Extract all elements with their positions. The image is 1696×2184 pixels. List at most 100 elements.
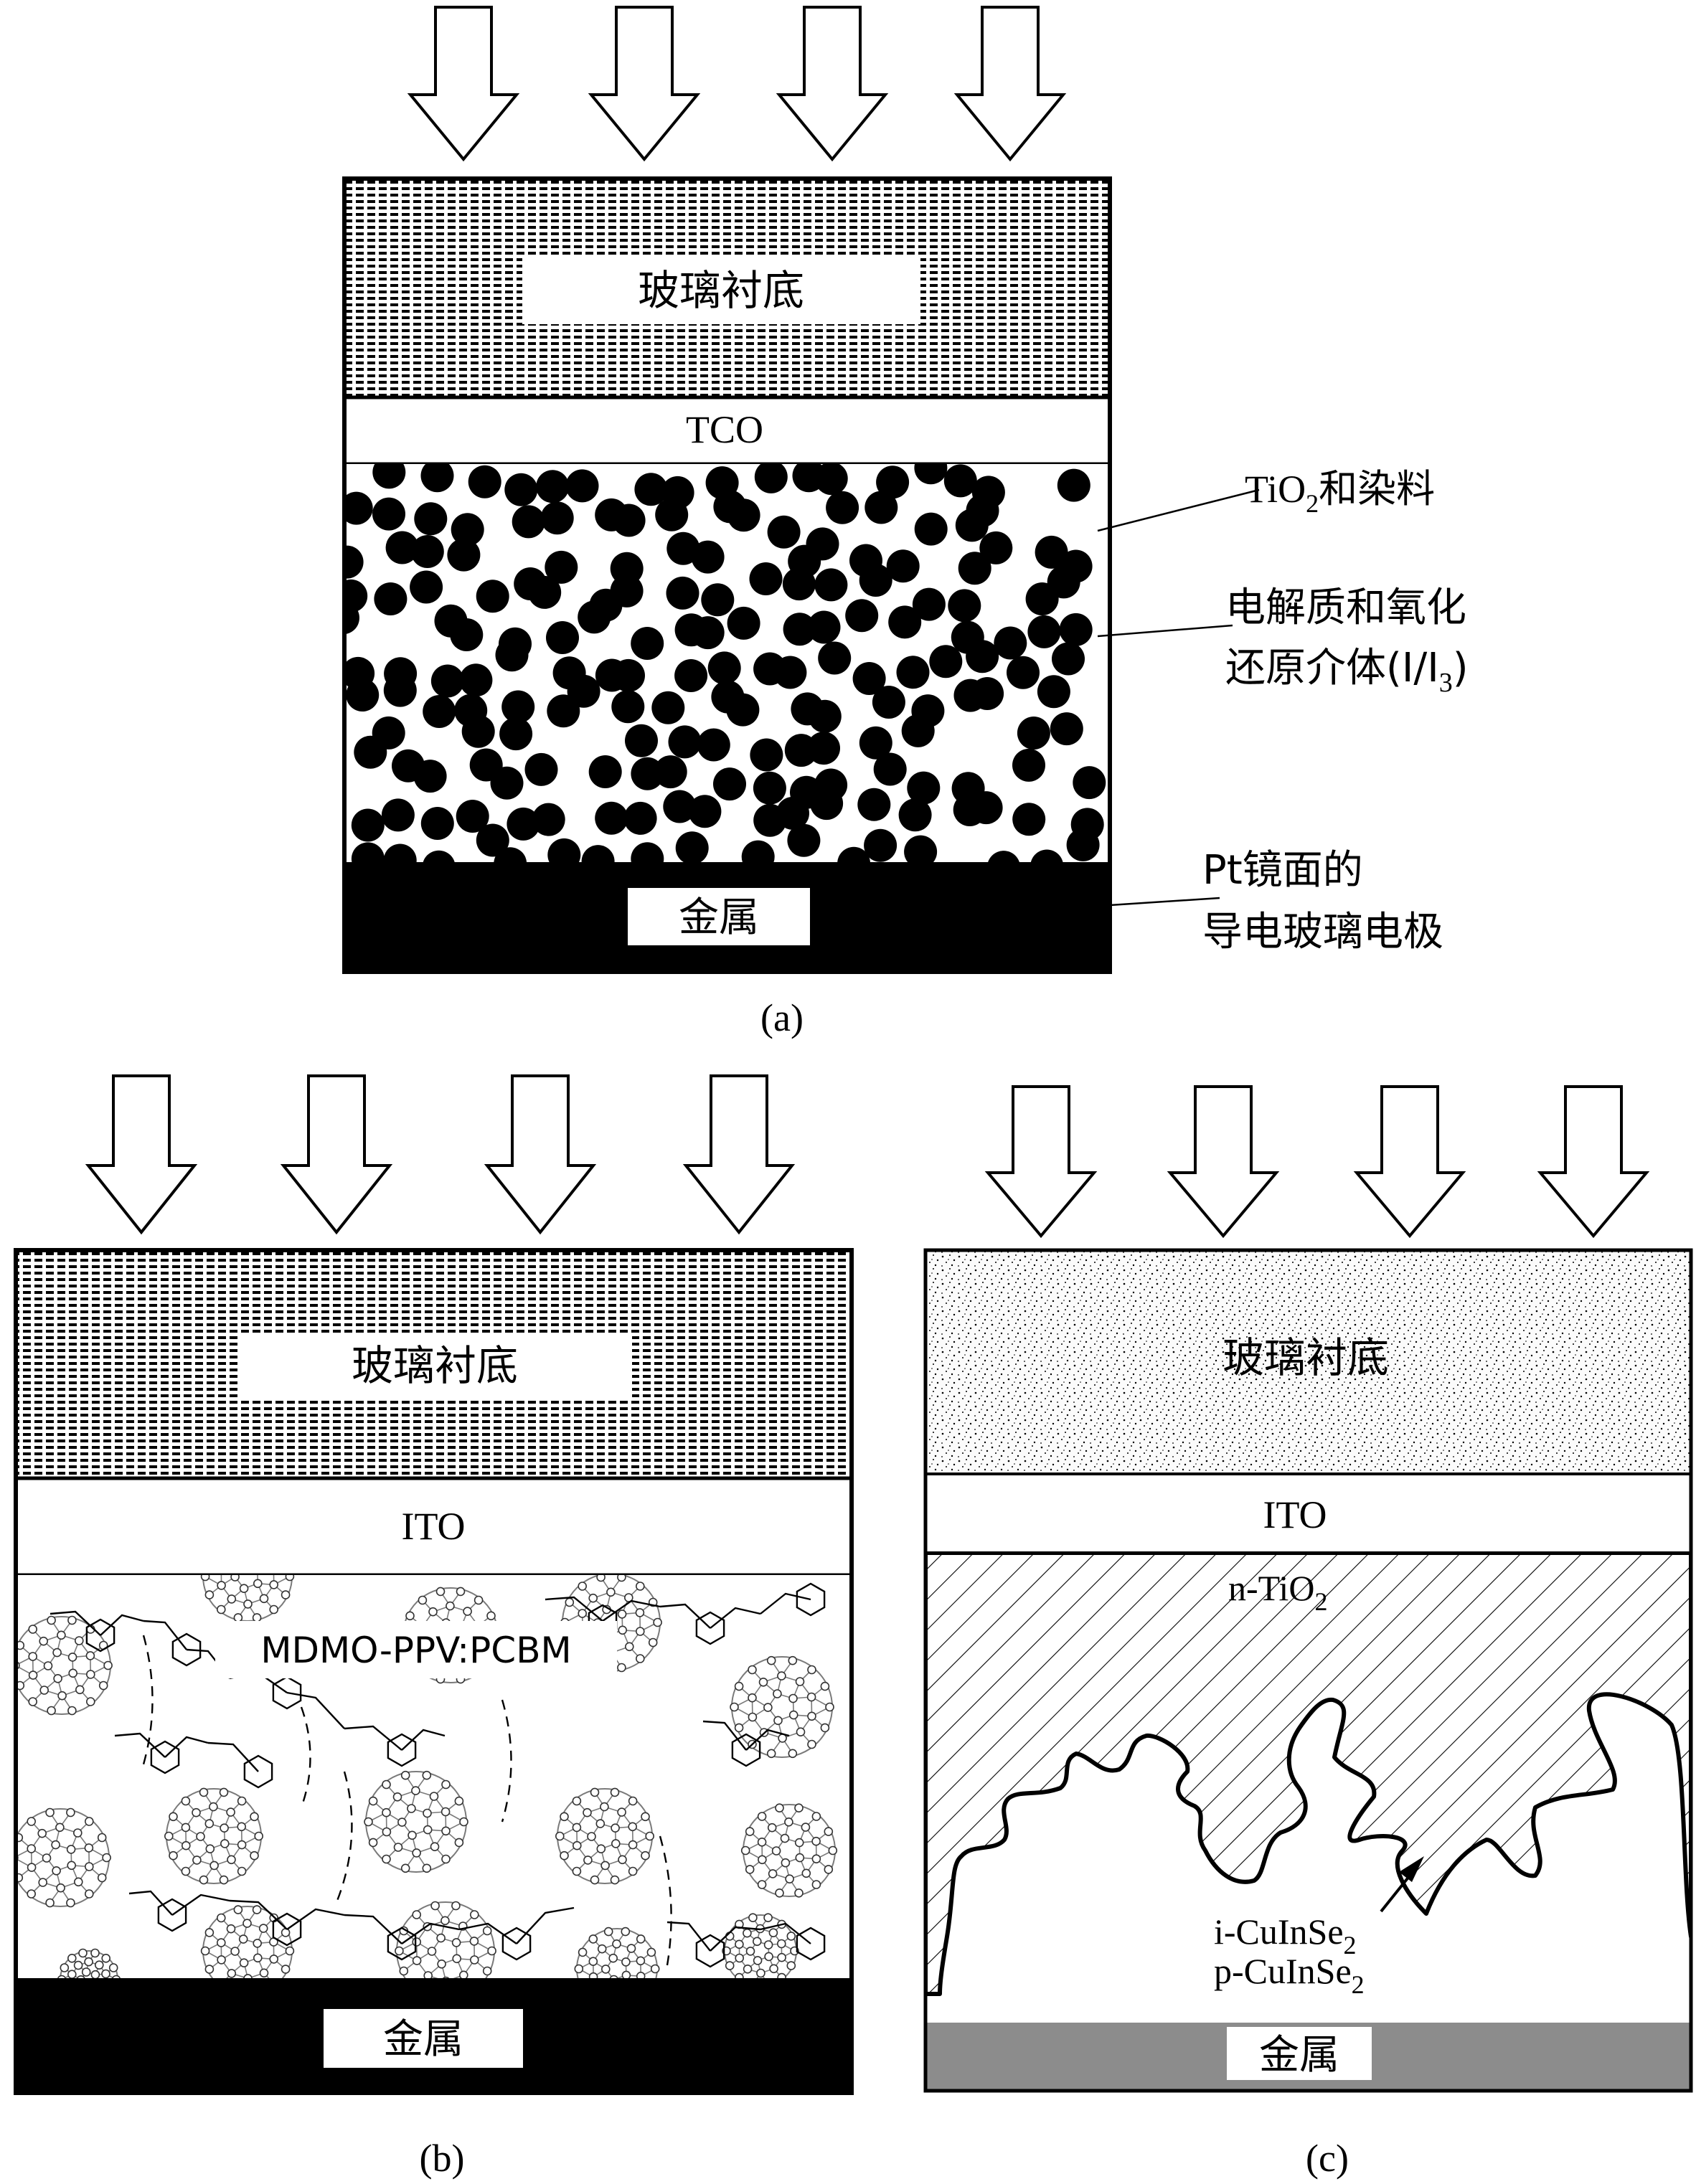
tio2-particle bbox=[688, 795, 722, 828]
tio2-particle bbox=[749, 562, 783, 595]
tio2-particle bbox=[726, 693, 760, 727]
caption-a: (a) bbox=[760, 996, 804, 1039]
tio2-particle bbox=[595, 801, 628, 835]
pcbm-fullerene-icon bbox=[555, 1787, 655, 1885]
tio2-particle bbox=[383, 673, 417, 707]
tio2-particle bbox=[1066, 828, 1100, 861]
n-tio2-label: n-TiO2 bbox=[1228, 1568, 1327, 1616]
tio2-particle bbox=[969, 791, 1003, 825]
tio2-particle bbox=[423, 695, 456, 728]
tio2-particle bbox=[845, 599, 879, 633]
tio2-particle bbox=[727, 606, 760, 640]
metal-label-c: 金属 bbox=[1259, 2032, 1339, 2079]
tio2-particle bbox=[372, 497, 405, 531]
tio2-particle bbox=[1012, 803, 1046, 836]
tio2-particle bbox=[547, 694, 580, 728]
tio2-particle bbox=[468, 465, 501, 498]
tio2-particle bbox=[545, 550, 578, 584]
tio2-particle bbox=[634, 473, 668, 506]
tio2-particle bbox=[754, 464, 788, 493]
tio2-particle bbox=[528, 575, 562, 609]
ppv-polymer-chain bbox=[128, 1890, 575, 1961]
tio2-particle bbox=[456, 800, 489, 833]
light-arrow-icon bbox=[1167, 1085, 1280, 1239]
tio2-particle bbox=[351, 842, 385, 862]
glass-label-b: 玻璃衬底 bbox=[352, 1341, 518, 1390]
callout-line-electrolyte bbox=[1097, 624, 1233, 638]
tio2-particle bbox=[476, 823, 509, 857]
light-arrow-icon bbox=[1537, 1085, 1650, 1239]
tio2-particle bbox=[1007, 656, 1040, 689]
tio2-particle bbox=[501, 690, 535, 724]
tio2-particle bbox=[668, 725, 702, 759]
tio2-particle bbox=[773, 656, 807, 689]
light-arrow-icon bbox=[776, 6, 889, 162]
metal-label-box-b bbox=[324, 2009, 523, 2068]
tio2-particle bbox=[988, 851, 1019, 862]
light-arrow-icon bbox=[588, 6, 701, 162]
tio2-particle bbox=[826, 491, 859, 524]
tio2-particle bbox=[410, 570, 443, 604]
panel-b-frame bbox=[14, 1248, 854, 2095]
tio2-particle bbox=[859, 726, 892, 760]
tio2-particle bbox=[655, 498, 689, 531]
molecular-blend bbox=[16, 1575, 838, 1978]
tio2-particle bbox=[423, 850, 455, 862]
tio2-particle bbox=[631, 842, 664, 862]
tio2-particle bbox=[1073, 766, 1106, 800]
tio2-particle bbox=[540, 501, 574, 535]
tio2-particle bbox=[876, 465, 910, 499]
pcbm-fullerene-icon bbox=[16, 1807, 111, 1908]
tio2-particle bbox=[787, 823, 821, 857]
pcbm-fullerene-icon bbox=[740, 1803, 838, 1898]
callout-line-pt bbox=[1109, 897, 1220, 907]
tio2-particle bbox=[414, 502, 448, 536]
tio2-particle bbox=[767, 515, 801, 549]
tio2-particle bbox=[420, 464, 454, 493]
tio2-particle bbox=[674, 659, 708, 692]
tio2-particle bbox=[430, 664, 464, 698]
p-cuinse2-label: p-CuInSe2 bbox=[1214, 1951, 1365, 1999]
tio2-particle bbox=[612, 658, 645, 692]
ppv-polymer-chain bbox=[114, 1732, 273, 1789]
tio2-particle bbox=[943, 464, 977, 498]
caption-c: (c) bbox=[1306, 2137, 1349, 2180]
callout-pt-line1: Pt镜面的 bbox=[1202, 847, 1363, 894]
tio2-particle bbox=[344, 491, 373, 525]
tio2-particle bbox=[753, 771, 786, 805]
tio2-particle bbox=[499, 717, 533, 751]
tio2-particle bbox=[810, 787, 844, 821]
ito-label-b: ITO bbox=[402, 1505, 466, 1548]
tio2-particle bbox=[459, 663, 493, 697]
tio2-particle bbox=[783, 613, 816, 646]
ito-layer-b bbox=[14, 1476, 854, 1577]
light-arrows-a bbox=[407, 6, 1067, 162]
tio2-particle bbox=[914, 512, 948, 546]
tio2-particle bbox=[512, 505, 545, 539]
tio2-particle bbox=[374, 582, 407, 615]
tio2-particle bbox=[351, 808, 385, 842]
glass-label-c: 玻璃衬底 bbox=[1222, 1333, 1389, 1382]
tio2-particle bbox=[691, 616, 725, 650]
caption-b: (b) bbox=[420, 2137, 465, 2180]
tio2-particle bbox=[410, 535, 444, 568]
tio2-particle bbox=[806, 527, 839, 561]
tio2-particle bbox=[420, 807, 454, 840]
tio2-particle bbox=[904, 835, 938, 862]
active-label-box-b bbox=[215, 1621, 617, 1678]
tio2-particle bbox=[383, 843, 417, 862]
tio2-particle bbox=[896, 656, 930, 689]
tio2-particle bbox=[344, 545, 364, 579]
callout-electrolyte-line1: 电解质和氧化 bbox=[1225, 585, 1466, 631]
panel-b: 玻璃衬底 ITO MDMO-PPV:PCBM 金属 (b) bbox=[14, 1074, 854, 2180]
i-layer-arrow-shaft bbox=[1380, 1874, 1411, 1913]
tio2-particle bbox=[490, 766, 524, 800]
tio2-particle bbox=[1035, 535, 1068, 569]
pcbm-fullerene-icon bbox=[164, 1787, 264, 1885]
tio2-particle bbox=[948, 589, 981, 623]
tio2-particle bbox=[859, 564, 892, 597]
tio2-particles bbox=[344, 464, 1106, 862]
i-cuinse2-label: i-CuInSe2 bbox=[1214, 1911, 1357, 1960]
tio2-particle bbox=[578, 600, 611, 634]
tio2-particle bbox=[901, 714, 935, 747]
